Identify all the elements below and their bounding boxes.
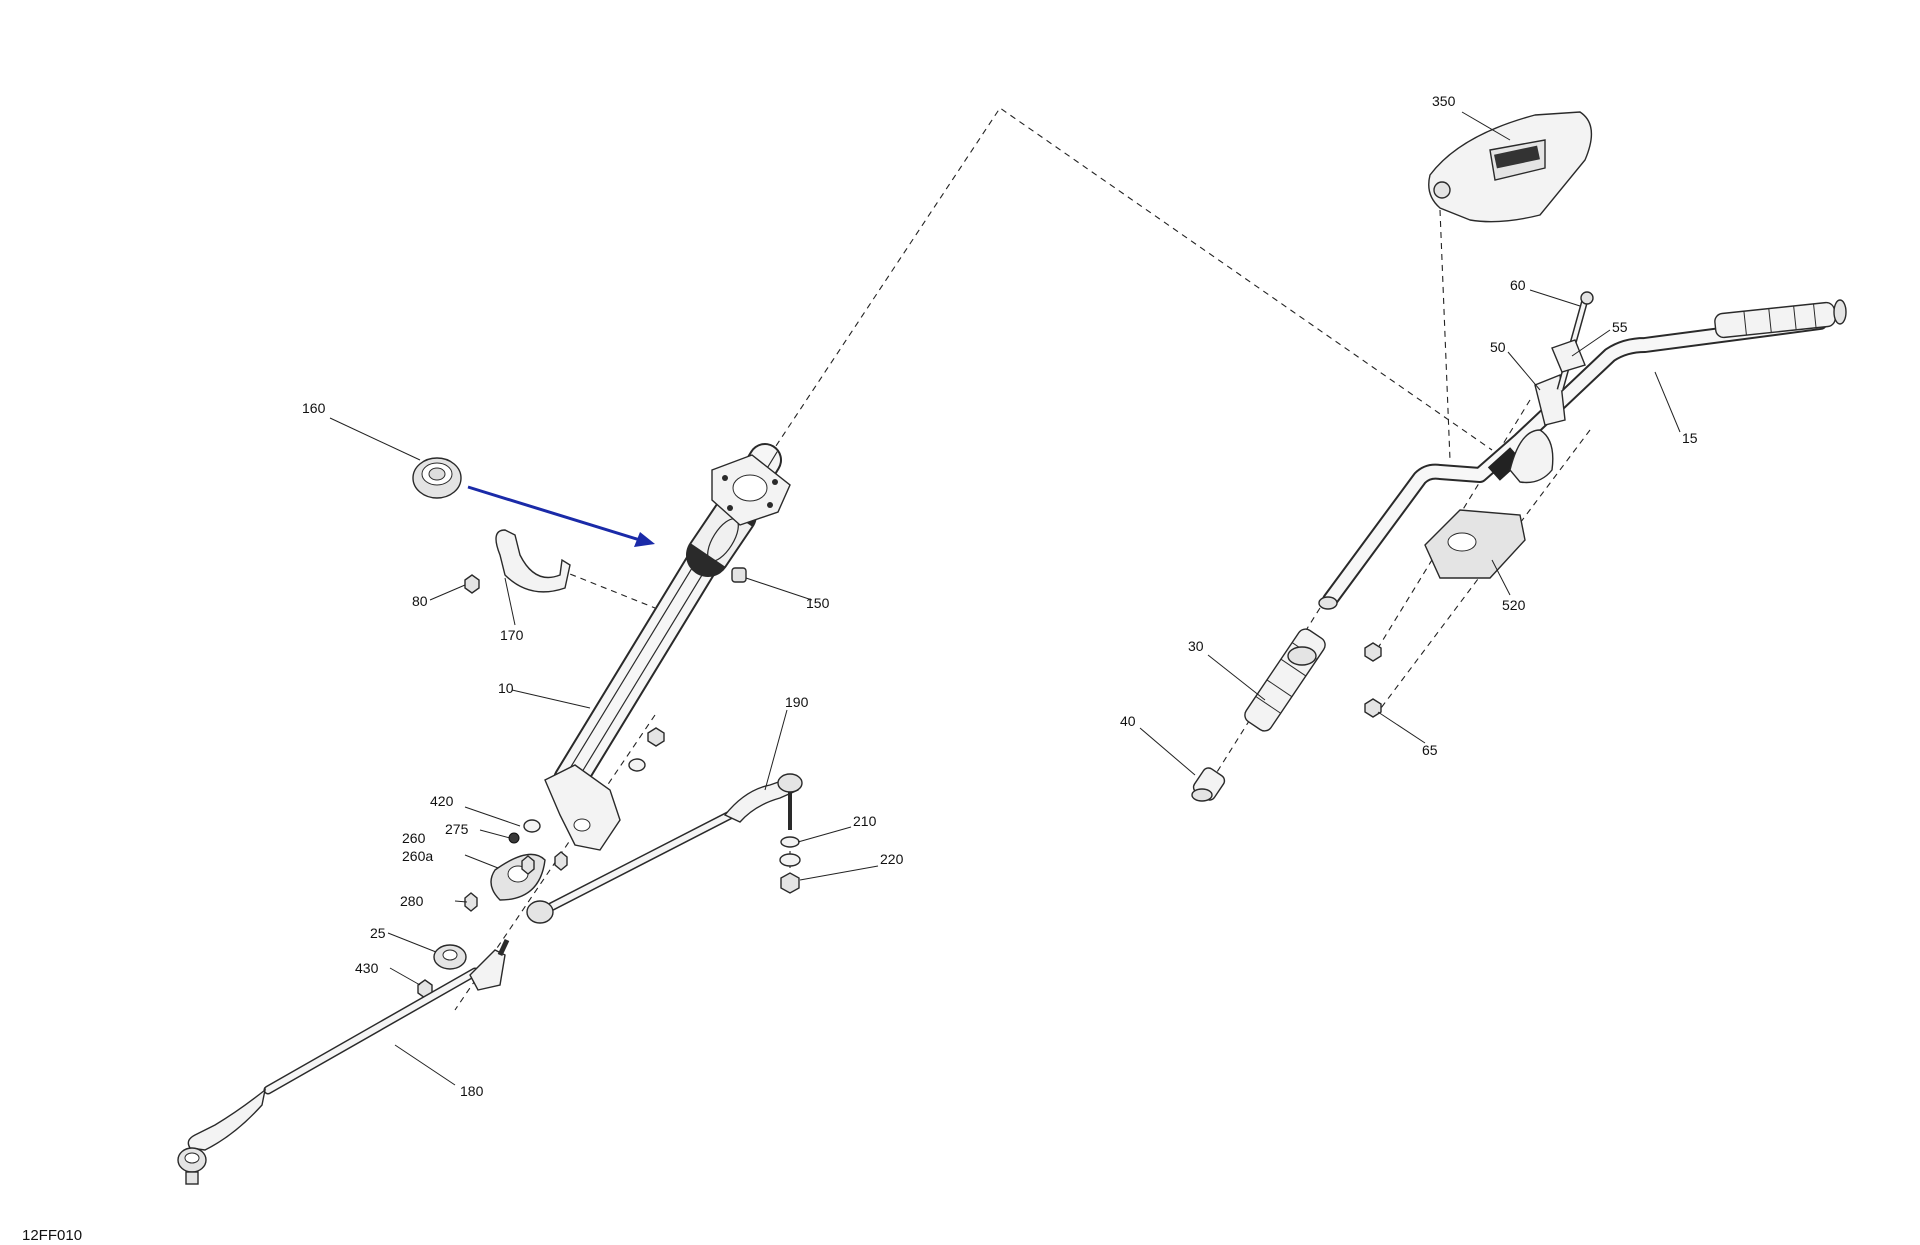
clip-55 (1551, 339, 1586, 373)
callout-80: 80 (412, 593, 428, 609)
callout-50: 50 (1490, 339, 1506, 355)
callout-55: 55 (1612, 319, 1628, 335)
handlebar (1318, 299, 1847, 610)
callout-180: 180 (460, 1083, 484, 1099)
callout-220: 220 (880, 851, 904, 867)
washer-nut-210-220 (779, 836, 801, 894)
leader-lines (329, 111, 1681, 1086)
callout-60: 60 (1510, 277, 1526, 293)
callout-10: 10 (498, 680, 514, 696)
nut-80 (464, 574, 480, 594)
column-hardware (417, 727, 665, 999)
diagram-reference: 12FF010 (22, 1227, 82, 1244)
callout-25: 25 (370, 925, 386, 941)
callout-430: 430 (355, 960, 379, 976)
callout-15: 15 (1682, 430, 1698, 446)
callout-520: 520 (1502, 597, 1526, 613)
insertion-arrow (467, 485, 655, 547)
left-grip (1244, 628, 1326, 732)
bolt-150 (731, 567, 747, 583)
tie-rod-180 (177, 938, 510, 1185)
callout-160: 160 (302, 400, 326, 416)
column-clamp (495, 529, 571, 593)
lower-clamp (1424, 509, 1526, 579)
callout-260a: 260a (402, 848, 433, 864)
callout-275: 275 (445, 821, 469, 837)
callout-40: 40 (1120, 713, 1136, 729)
callout-65: 65 (1422, 742, 1438, 758)
assembly-lines (454, 107, 1591, 1011)
steering-column (544, 443, 791, 851)
callout-labels: 350 160 60 55 50 15 520 80 170 150 10 19… (22, 93, 1698, 1244)
bar-end-40 (1191, 767, 1226, 802)
callout-280: 280 (400, 893, 424, 909)
callout-350: 350 (1432, 93, 1456, 109)
nuts-65 (1364, 642, 1382, 718)
handlebar-pad (1428, 111, 1593, 223)
callout-190: 190 (785, 694, 809, 710)
callout-210: 210 (853, 813, 877, 829)
bearing-160 (412, 457, 462, 499)
callout-170: 170 (500, 627, 524, 643)
callout-260: 260 (402, 830, 426, 846)
callout-30: 30 (1188, 638, 1204, 654)
tie-rod-190 (526, 773, 803, 924)
callout-420: 420 (430, 793, 454, 809)
callout-150: 150 (806, 595, 830, 611)
